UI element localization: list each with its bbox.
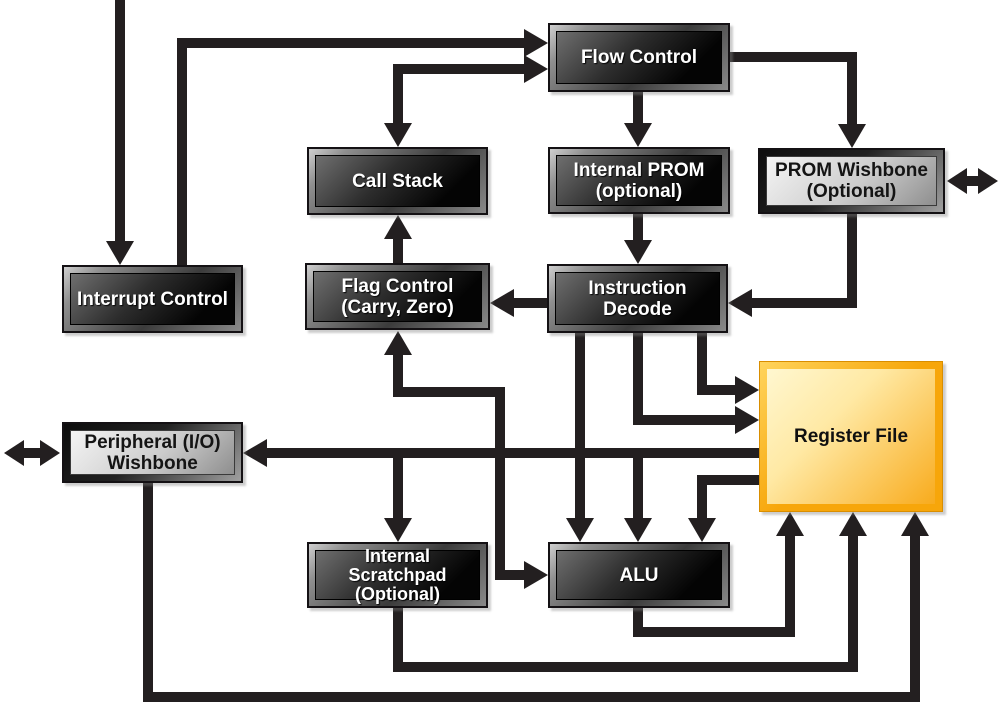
bidirectional-arrow-icon <box>947 168 967 194</box>
connector <box>847 214 857 308</box>
connector <box>847 52 857 124</box>
arrowhead-right-icon <box>735 376 759 404</box>
connector <box>514 298 547 308</box>
arrowhead-down-icon <box>688 518 716 542</box>
connector <box>495 570 524 580</box>
node-flow-control: Flow Control <box>548 23 730 92</box>
node-register-file: Register File <box>759 361 943 512</box>
bidirectional-arrow-shaft <box>22 448 42 458</box>
arrowhead-down-icon <box>624 123 652 147</box>
node-label: Flow Control <box>580 47 698 68</box>
node-prom-wishbone: PROM Wishbone (Optional) <box>758 148 945 214</box>
connector <box>752 298 857 308</box>
connector <box>910 536 920 702</box>
node-alu: ALU <box>548 542 730 608</box>
connector <box>633 415 735 425</box>
arrowhead-left-icon <box>490 289 514 317</box>
node-internal-prom: Internal PROM (optional) <box>548 147 730 214</box>
arrowhead-up-icon <box>384 215 412 239</box>
connector <box>785 536 795 637</box>
node-label: Call Stack <box>352 170 443 192</box>
connector <box>697 475 759 485</box>
connector <box>393 458 403 518</box>
node-call-stack: Call Stack <box>307 147 488 215</box>
node-label: Internal <box>364 545 430 566</box>
node-label: Internal PROM <box>573 159 705 181</box>
node-label: Scratchpad <box>348 564 447 585</box>
arrowhead-down-icon <box>384 518 412 542</box>
connector <box>697 385 735 395</box>
node-label: (Optional) <box>806 181 897 202</box>
node-internal-scratchpad: Internal Scratchpad (Optional) <box>307 542 488 608</box>
connector <box>633 627 795 637</box>
node-label: (optional) <box>595 180 683 202</box>
connector <box>393 64 524 74</box>
connector <box>393 387 505 397</box>
arrowhead-right-icon <box>735 406 759 434</box>
connector <box>143 692 920 702</box>
node-label: Decode <box>603 298 672 320</box>
arrowhead-up-icon <box>839 512 867 536</box>
arrowhead-right-icon <box>524 55 548 83</box>
connector <box>633 214 643 240</box>
connector <box>393 239 403 263</box>
arrowhead-up-icon <box>901 512 929 536</box>
arrowhead-down-icon <box>838 124 866 148</box>
connector <box>633 92 643 123</box>
connector <box>697 333 707 390</box>
connector <box>267 448 759 458</box>
connector <box>393 355 403 397</box>
node-label: (Optional) <box>355 583 440 604</box>
node-label: Wishbone <box>107 452 198 474</box>
connector <box>633 333 643 420</box>
connector <box>495 387 505 575</box>
arrowhead-down-icon <box>566 518 594 542</box>
arrowhead-down-icon <box>624 518 652 542</box>
arrowhead-up-icon <box>384 331 412 355</box>
arrowhead-up-icon <box>776 512 804 536</box>
connector <box>848 536 858 672</box>
node-label: Interrupt Control <box>77 288 228 310</box>
bidirectional-arrow-shaft <box>963 176 981 186</box>
node-peripheral-wishbone: Peripheral (I/O) Wishbone <box>62 422 243 483</box>
node-instruction-decode: Instruction Decode <box>547 264 728 333</box>
node-flag-control: Flag Control (Carry, Zero) <box>305 263 490 330</box>
connector <box>575 333 585 518</box>
node-label: PROM Wishbone <box>775 160 928 181</box>
arrowhead-down-icon <box>624 240 652 264</box>
node-label: Instruction <box>588 277 687 299</box>
connector <box>393 662 858 672</box>
bidirectional-arrow-icon <box>40 440 60 466</box>
node-label: Flag Control <box>341 275 454 297</box>
arrowhead-right-icon <box>524 29 548 57</box>
node-label: Peripheral (I/O) <box>84 431 221 453</box>
connector <box>730 52 852 62</box>
node-label: ALU <box>619 564 659 586</box>
arrowhead-right-icon <box>524 561 548 589</box>
connector <box>633 608 643 637</box>
connector <box>143 483 153 702</box>
node-label: Register File <box>793 426 909 447</box>
connector <box>393 64 403 123</box>
arrowhead-left-icon <box>728 289 752 317</box>
connector <box>115 0 125 243</box>
arrowhead-down-icon <box>106 241 134 265</box>
bidirectional-arrow-icon <box>978 168 998 194</box>
arrowhead-down-icon <box>384 123 412 147</box>
node-interrupt-control: Interrupt Control <box>62 265 243 333</box>
bidirectional-arrow-icon <box>4 440 24 466</box>
connector <box>177 38 524 48</box>
connector <box>177 38 187 265</box>
connector <box>633 458 643 518</box>
connector <box>393 608 403 672</box>
connector <box>697 475 707 518</box>
arrowhead-left-icon <box>243 439 267 467</box>
node-label: (Carry, Zero) <box>341 296 454 318</box>
